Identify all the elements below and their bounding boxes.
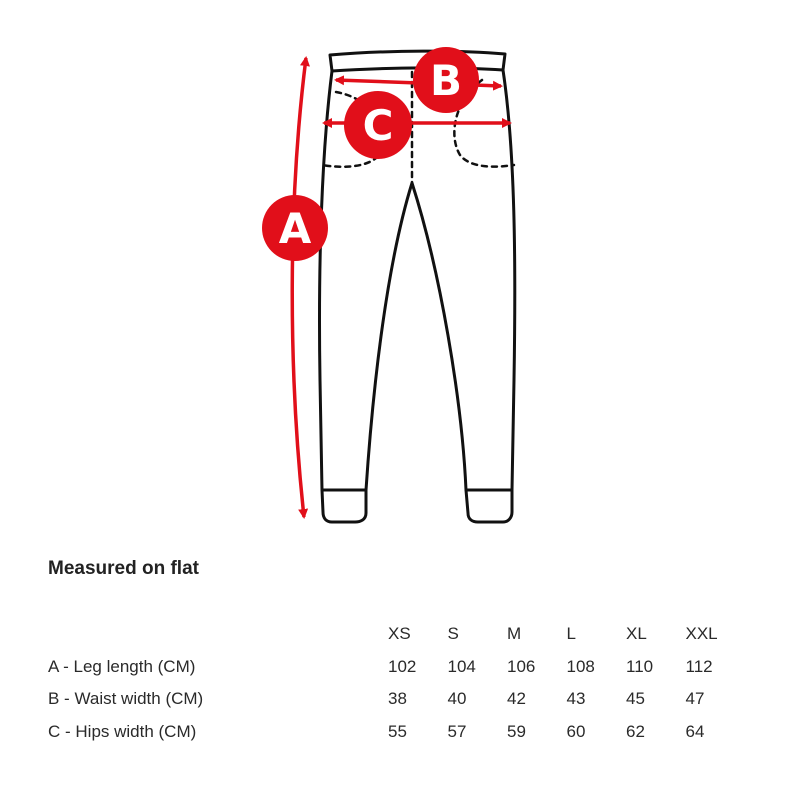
table-cell: 62	[626, 721, 645, 741]
pants-outline	[318, 49, 517, 524]
arrow-a-leg-length	[290, 56, 310, 519]
table-cell: 64	[685, 721, 705, 741]
size-header-xs: XS	[388, 624, 411, 644]
table-cell: 104	[447, 656, 476, 676]
section-title: Measured on flat	[48, 558, 199, 579]
size-header-s: S	[447, 624, 459, 644]
table-row-leg-length: A - Leg length (CM) 102 104 106 108 110 …	[48, 651, 745, 684]
marker-c-label: C	[363, 101, 394, 150]
marker-b-label: B	[430, 56, 462, 105]
header-label-cell	[48, 618, 388, 651]
marker-a: A	[262, 195, 328, 261]
pants-measurement-diagram: A B C	[262, 47, 517, 524]
table-cell: 40	[447, 689, 467, 709]
table-cell: 112	[685, 656, 713, 676]
row-label: B - Waist width (CM)	[48, 689, 204, 709]
row-label: C - Hips width (CM)	[48, 721, 197, 741]
table-cell: 47	[685, 689, 705, 709]
table-cell: 38	[388, 689, 407, 709]
size-chart-table: XS S M L XL XXL A - Leg length (CM) 102 …	[48, 618, 745, 748]
table-cell: 106	[507, 656, 536, 676]
table-cell: 43	[566, 689, 586, 709]
marker-a-label: A	[279, 204, 312, 253]
marker-b: B	[413, 47, 479, 113]
size-header-l: L	[566, 624, 576, 644]
row-label: A - Leg length (CM)	[48, 656, 196, 676]
table-row-waist-width: B - Waist width (CM) 38 40 42 43 45 47	[48, 683, 745, 716]
table-cell: 60	[566, 721, 586, 741]
right-cuff	[464, 488, 514, 524]
size-header-m: M	[507, 624, 522, 644]
size-header-xl: XL	[626, 624, 647, 644]
table-cell: 42	[507, 689, 526, 709]
table-cell: 108	[566, 656, 595, 676]
size-header-xxl: XXL	[685, 624, 718, 644]
table-cell: 59	[507, 721, 526, 741]
table-cell: 102	[388, 656, 417, 676]
left-cuff	[320, 488, 368, 524]
table-cell: 110	[626, 656, 654, 676]
table-cell: 55	[388, 721, 407, 741]
marker-c: C	[344, 91, 412, 159]
size-header-row: XS S M L XL XXL	[48, 618, 745, 651]
table-cell: 57	[447, 721, 467, 741]
table-row-hips-width: C - Hips width (CM) 55 57 59 60 62 64	[48, 716, 745, 749]
table-cell: 45	[626, 689, 645, 709]
